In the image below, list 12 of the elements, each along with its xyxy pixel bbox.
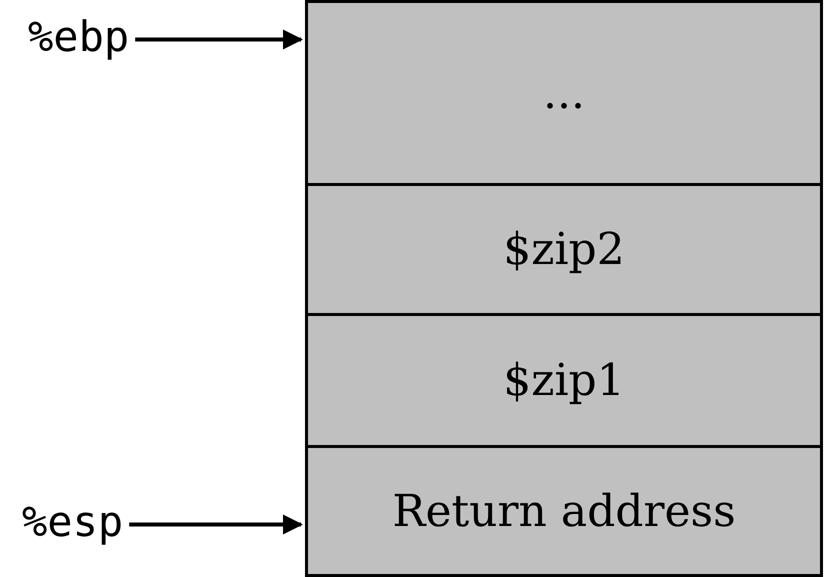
stack-slot [305,0,823,186]
arrow [129,514,303,534]
stack-slot [305,313,823,448]
arrow [135,30,303,50]
stack-slot [305,183,823,316]
slot-label: $zip2 [503,224,625,275]
register-label: %ebp [28,12,130,61]
slot-label: $zip1 [503,355,625,406]
slot-label: ... [543,68,585,118]
register-label: %esp [22,497,124,546]
stack-slot [305,445,823,577]
slot-label: Return address [392,486,736,536]
